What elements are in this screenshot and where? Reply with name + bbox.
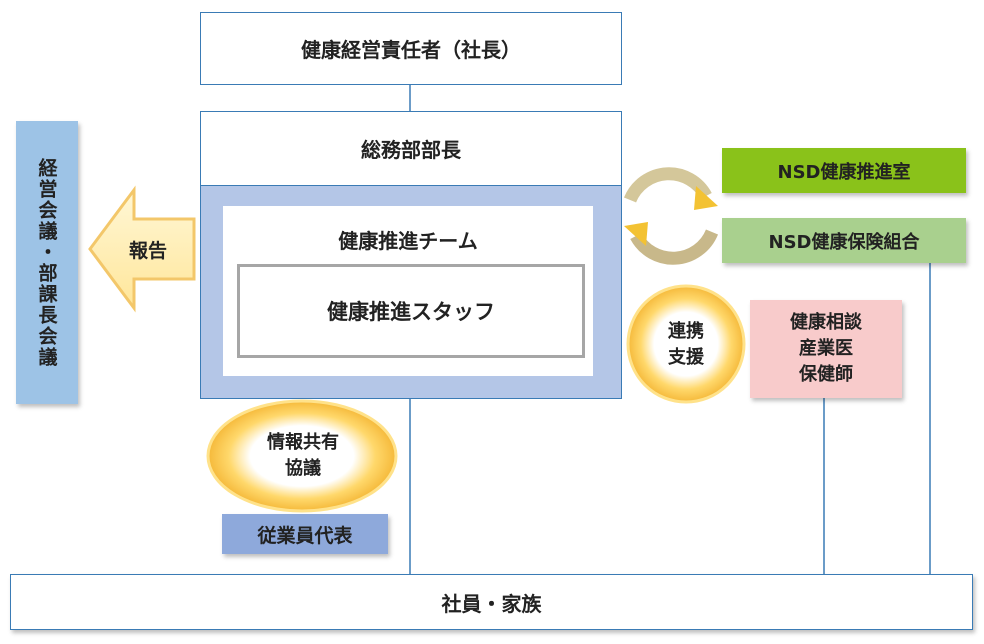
health-team-block: 健康推進チーム 健康推進スタッフ bbox=[200, 185, 622, 399]
medical-line3: 保健師 bbox=[799, 364, 853, 385]
medical-line1: 健康相談 bbox=[790, 312, 862, 333]
team-label: 健康推進チーム bbox=[338, 228, 478, 253]
staff-label: 健康推進スタッフ bbox=[327, 300, 495, 324]
ceo-label: 健康経営責任者（社長） bbox=[301, 38, 521, 62]
general-affairs-box: 総務部部長 bbox=[200, 111, 622, 186]
nsd-office-box: NSD健康推進室 bbox=[722, 148, 966, 193]
coop-label-line2: 支援 bbox=[668, 347, 704, 368]
info-share-line1: 情報共有 bbox=[267, 432, 339, 453]
cycle-arrow-bottom bbox=[630, 229, 719, 265]
health-team-inner: 健康推進チーム 健康推進スタッフ bbox=[223, 206, 593, 376]
info-share-ring bbox=[206, 399, 398, 513]
staff-box: 健康推進スタッフ bbox=[237, 264, 585, 358]
info-share-line2: 協議 bbox=[285, 458, 321, 479]
report-label: 報告 bbox=[128, 239, 167, 262]
employees-box: 社員・家族 bbox=[10, 574, 973, 630]
meetings-label: 経営会議・部課長会議 bbox=[35, 157, 58, 368]
ceo-box: 健康経営責任者（社長） bbox=[200, 12, 622, 85]
medical-box: 健康相談 産業医 保健師 bbox=[750, 300, 902, 398]
medical-line2: 産業医 bbox=[799, 338, 853, 359]
cycle-arrow-top bbox=[623, 167, 712, 203]
nsd-union-label: NSD健康保険組合 bbox=[768, 231, 920, 253]
coop-ring bbox=[626, 284, 746, 404]
nsd-office-label: NSD健康推進室 bbox=[777, 161, 911, 183]
coop-label: 連携 支援 bbox=[646, 318, 726, 372]
report-arrow bbox=[88, 185, 196, 313]
info-share-label: 情報共有 協議 bbox=[248, 428, 358, 484]
nsd-union-box: NSD健康保険組合 bbox=[722, 218, 966, 263]
employee-rep-box: 従業員代表 bbox=[222, 514, 388, 554]
employee-rep-label: 従業員代表 bbox=[257, 524, 353, 547]
employees-label: 社員・家族 bbox=[441, 591, 542, 616]
general-affairs-label: 総務部部長 bbox=[361, 138, 461, 162]
coop-label-line1: 連携 bbox=[668, 321, 704, 342]
meetings-box: 経営会議・部課長会議 bbox=[16, 121, 78, 404]
